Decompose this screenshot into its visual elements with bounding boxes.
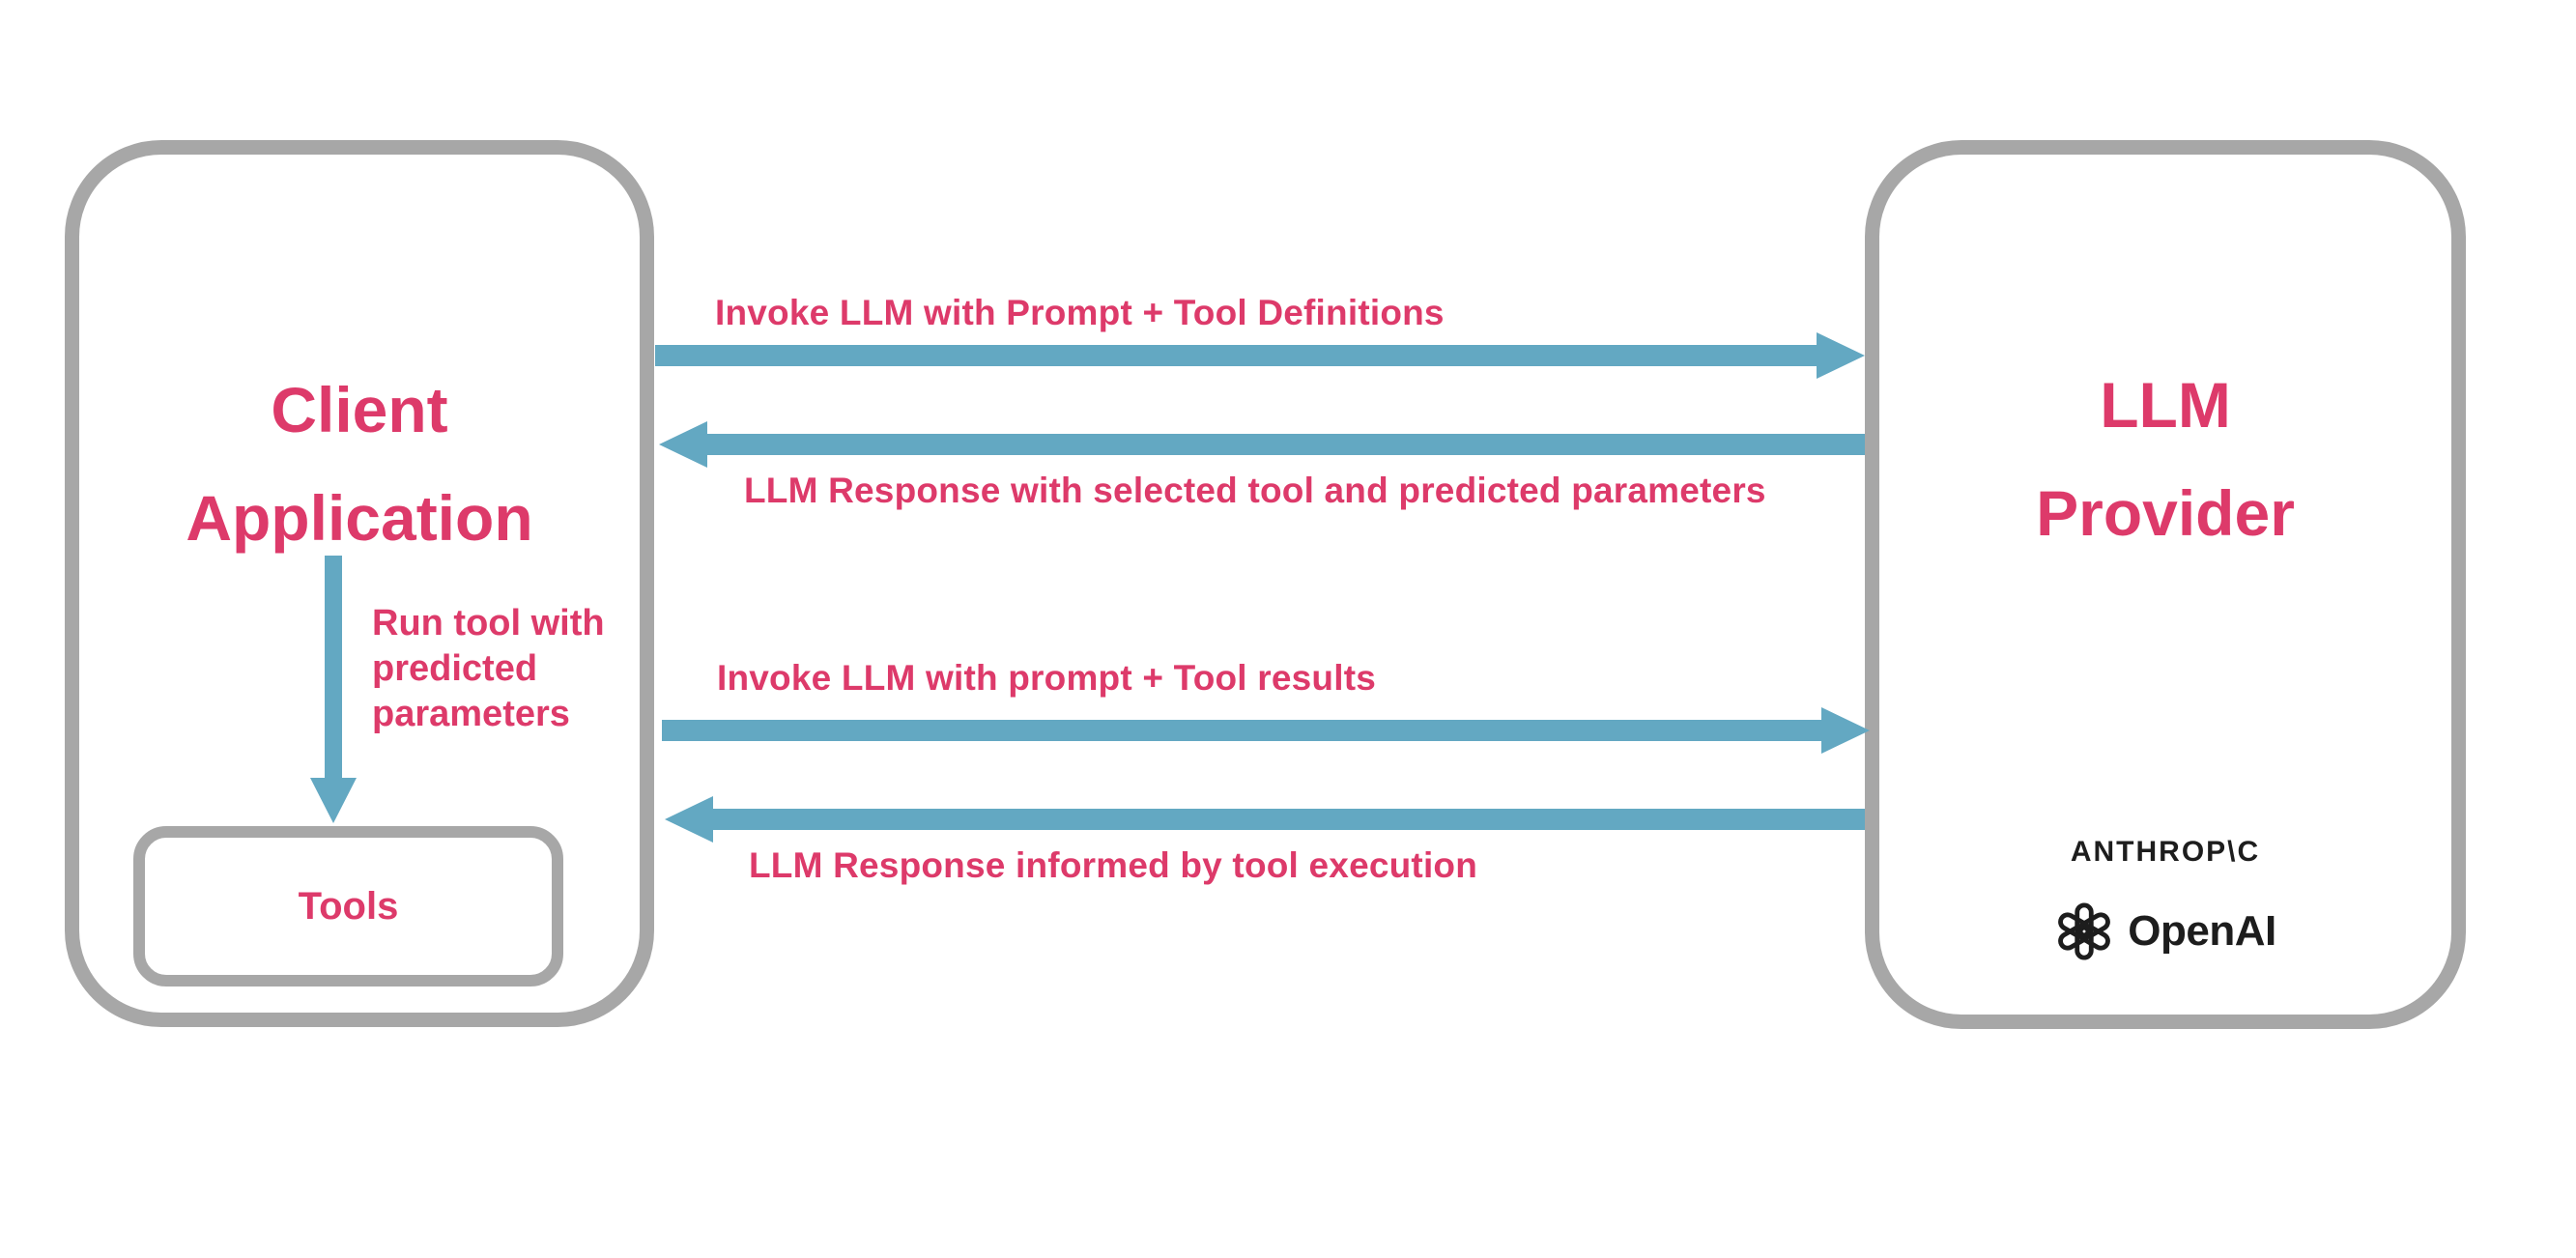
openai-wordmark: OpenAI [2128, 907, 2276, 955]
arrow-head-left-icon [659, 421, 707, 468]
client-application-title: Client Application [79, 356, 640, 572]
provider-logos: ANTHROP\C OpenAI [1879, 836, 2451, 961]
llm-title-line1: LLM [2100, 369, 2231, 441]
client-title-line2: Application [186, 482, 533, 554]
arrow-head-right-icon [1817, 332, 1865, 379]
arrow-label-invoke-results: Invoke LLM with prompt + Tool results [717, 658, 1376, 698]
arrow-head-left-icon [665, 796, 713, 843]
arrow-shaft [707, 434, 1865, 455]
arrow-shaft [325, 556, 342, 780]
client-application-box: Client Application Tools [65, 140, 654, 1027]
openai-icon [2058, 902, 2111, 960]
run-tool-label-line2: predicted [372, 648, 538, 689]
arrow-shaft [713, 809, 1865, 830]
arrow-shaft [662, 720, 1821, 741]
llm-provider-title: LLM Provider [1879, 351, 2451, 567]
arrow-shaft [655, 345, 1817, 366]
client-title-line1: Client [271, 374, 448, 445]
tools-label: Tools [298, 884, 399, 928]
run-tool-label-line3: parameters [372, 694, 570, 734]
arrow-label-invoke-definitions: Invoke LLM with Prompt + Tool Definition… [715, 293, 1445, 332]
arrow-head-right-icon [1821, 707, 1870, 754]
tools-box: Tools [133, 826, 563, 986]
llm-title-line2: Provider [2036, 477, 2295, 549]
run-tool-label: Run tool with predicted parameters [372, 601, 605, 737]
openai-logo: OpenAI [2054, 901, 2276, 961]
arrow-label-response-selected-tool: LLM Response with selected tool and pred… [744, 471, 1766, 510]
arrow-label-response-informed: LLM Response informed by tool execution [749, 845, 1478, 885]
run-tool-label-line1: Run tool with [372, 603, 605, 643]
arrow-head-down-icon [310, 778, 357, 823]
anthropic-wordmark: ANTHROP\C [2070, 836, 2261, 868]
llm-provider-box: LLM Provider ANTHROP\C OpenAI [1865, 140, 2466, 1029]
